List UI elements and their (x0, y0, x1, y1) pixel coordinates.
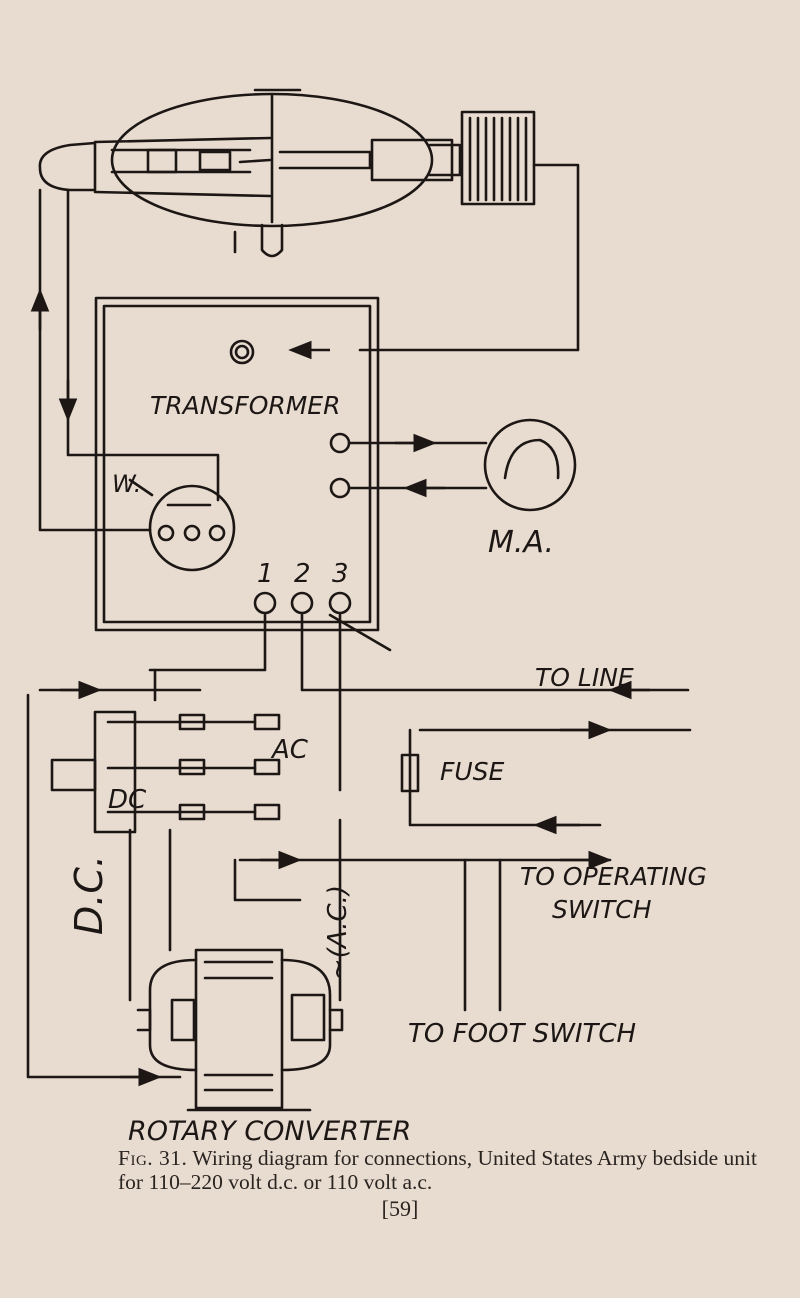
xray-tube (38, 88, 462, 258)
transformer-label: TRANSFORMER (150, 391, 340, 420)
rotary-converter-label: ROTARY CONVERTER (128, 1116, 411, 1147)
flow-arrows (30, 288, 650, 1087)
w-label: W. (112, 470, 141, 498)
to-operating-switch-label-line1: TO OPERATING (520, 862, 707, 891)
figure-caption: Fig. 31. Wiring diagram for connections,… (118, 1146, 758, 1194)
tube-radiator (358, 110, 580, 352)
rotary-converter (136, 948, 344, 1112)
transformer-box (94, 296, 380, 632)
tap-3-label: 3 (332, 559, 349, 589)
left-wiring (26, 188, 237, 1079)
tap-2-label: 2 (294, 559, 311, 589)
tap-1-label: 1 (257, 559, 274, 589)
ac-vertical-label: ~(A.C.) (323, 885, 353, 980)
ma-label: M.A. (488, 525, 554, 560)
caption-text: Wiring diagram for connections, United S… (118, 1146, 757, 1194)
milliammeter (348, 418, 577, 512)
filament-control (128, 478, 236, 572)
to-line-label: TO LINE (535, 663, 634, 692)
transfer-switch (50, 710, 281, 1002)
dc-vertical-label: D.C. (67, 855, 111, 935)
page-number: [59] (381, 1196, 419, 1221)
to-foot-switch-label: TO FOOT SWITCH (408, 1019, 636, 1049)
figure-number: Fig. 31. (118, 1146, 188, 1170)
fuse-label: FUSE (440, 757, 505, 786)
ac-label: AC (270, 735, 309, 765)
to-operating-switch-label-line2: SWITCH (552, 895, 652, 924)
dc-label: DC (108, 785, 147, 815)
